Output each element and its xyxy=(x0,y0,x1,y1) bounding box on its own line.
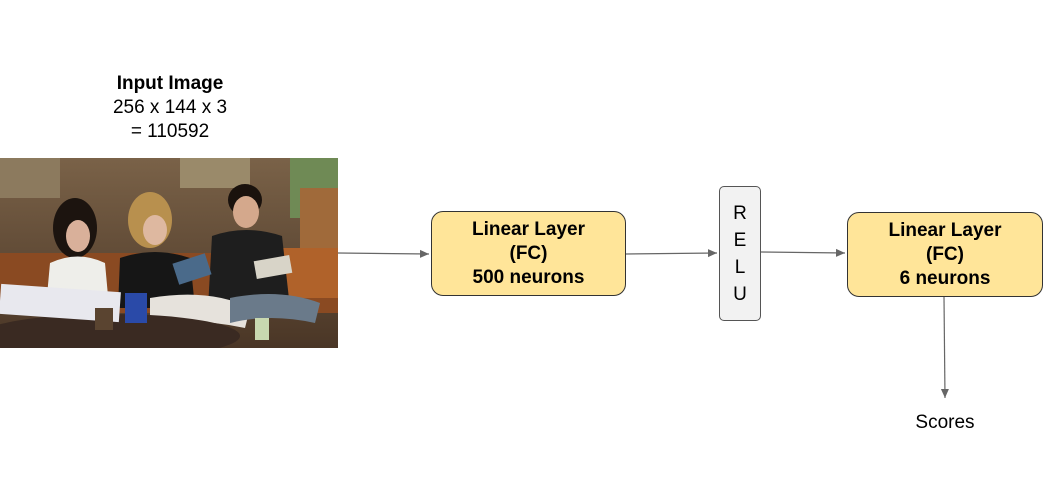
input-title: Input Image xyxy=(116,73,224,94)
layer2-title: Linear Layer xyxy=(888,219,1002,241)
layer2-type: (FC) xyxy=(926,243,964,265)
arrow-fc1-to-relu xyxy=(625,249,718,258)
input-dimensions: 256 x 144 x 3 xyxy=(112,97,228,118)
relu-letter: E xyxy=(733,229,747,251)
linear-layer-500: Linear Layer (FC) 500 neurons xyxy=(431,211,626,296)
layer1-title: Linear Layer xyxy=(472,218,585,240)
relu-activation: R E L U xyxy=(719,186,761,321)
arrow-relu-to-fc2 xyxy=(760,248,846,257)
linear-layer-6: Linear Layer (FC) 6 neurons xyxy=(847,212,1043,297)
input-image-illustration xyxy=(0,158,338,348)
input-caption: Input Image 256 x 144 x 3 = 110592 xyxy=(70,72,270,144)
scores-label: Scores xyxy=(915,412,975,433)
arrow-fc2-to-scores xyxy=(940,296,949,399)
layer1-neurons: 500 neurons xyxy=(472,266,585,288)
relu-letter: R xyxy=(733,202,747,224)
relu-letter: U xyxy=(733,283,747,305)
relu-letter: L xyxy=(734,256,746,278)
input-total: = 110592 xyxy=(130,121,210,142)
layer1-type: (FC) xyxy=(509,242,548,264)
layer2-neurons: 6 neurons xyxy=(899,267,991,289)
input-image xyxy=(0,158,338,348)
arrow-image-to-fc1 xyxy=(337,249,430,258)
